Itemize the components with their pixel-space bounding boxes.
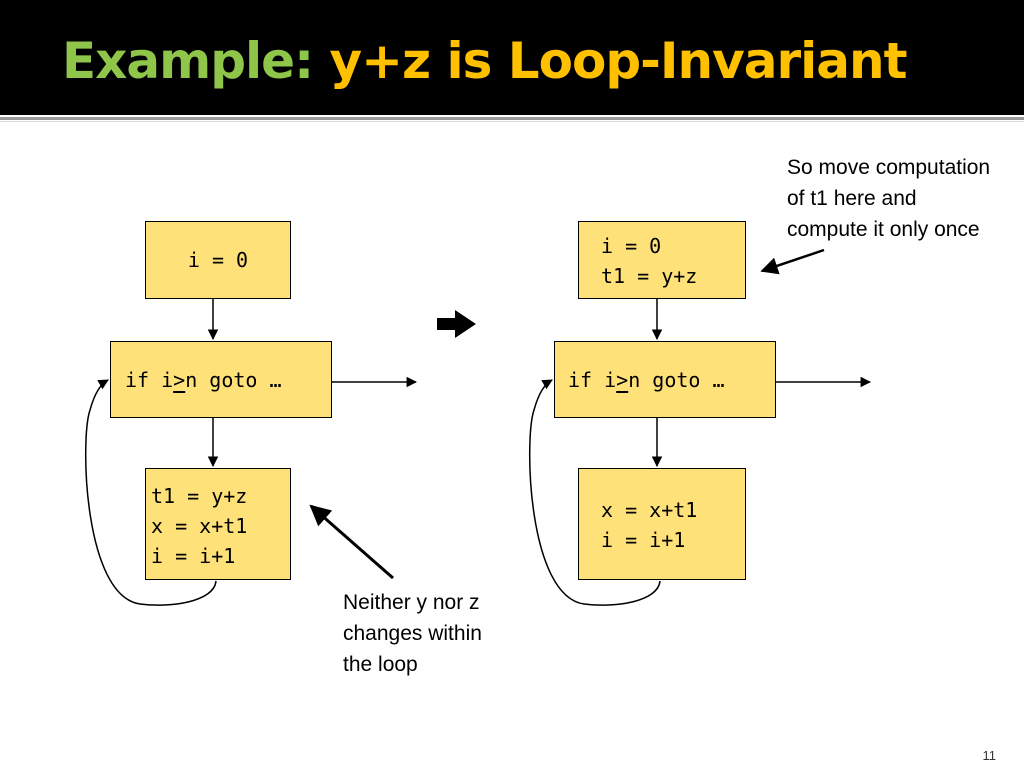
test-suffix: n goto … [628, 368, 725, 392]
page-number: 11 [982, 748, 997, 763]
test-suffix: n goto … [185, 368, 282, 392]
note-line: compute it only once [787, 218, 980, 241]
move-note-arrow [760, 248, 825, 275]
before-loop-test-block: if i>n goto … [110, 341, 332, 418]
title-bar [0, 0, 1024, 115]
code-line: x = x+t1 [601, 498, 698, 522]
edge-back-edge [84, 379, 217, 606]
note-line: So move computation [787, 156, 991, 179]
invariant-note: Neither y nor z changes within the loop [343, 587, 482, 680]
test-prefix: if i [125, 368, 174, 392]
test-prefix: if i [568, 368, 617, 392]
after-entry-block: i = 0 t1 = y+z [578, 221, 746, 299]
code-line: x = x+t1 [151, 514, 248, 538]
title-divider-light [0, 121, 1024, 122]
code-line: t1 = y+z [151, 484, 248, 508]
code-line: if i>n goto … [125, 365, 331, 395]
code-line: i = 0 [187, 248, 249, 272]
code-line: i = i+1 [601, 528, 686, 552]
edge-back-edge [528, 379, 661, 606]
note-line: the loop [343, 653, 418, 676]
before-loop-body-block: t1 = y+z x = x+t1 i = i+1 [145, 468, 291, 580]
title-divider [0, 117, 1024, 120]
before-entry-block: i = 0 [145, 221, 291, 299]
move-note: So move computation of t1 here and compu… [787, 152, 990, 245]
code-line: i = 0 [601, 234, 662, 258]
note-line: changes within [343, 622, 482, 645]
slide-title: Example: y+z is Loop-Invariant [62, 30, 908, 92]
title-main: y+z is Loop-Invariant [329, 32, 908, 90]
ge-operator: > [173, 368, 186, 392]
transform-arrow-icon [437, 310, 476, 338]
note-line: of t1 here and [787, 187, 917, 210]
code-line: if i>n goto … [568, 365, 775, 395]
after-loop-test-block: if i>n goto … [554, 341, 776, 418]
note-line: Neither y nor z [343, 591, 480, 614]
invariant-note-arrow [309, 504, 394, 580]
ge-operator: > [616, 368, 629, 392]
code-line: i = i+1 [151, 544, 236, 568]
code-line: t1 = y+z [601, 264, 698, 288]
title-prefix: Example: [62, 32, 330, 90]
after-loop-body-block: x = x+t1 i = i+1 [578, 468, 746, 580]
